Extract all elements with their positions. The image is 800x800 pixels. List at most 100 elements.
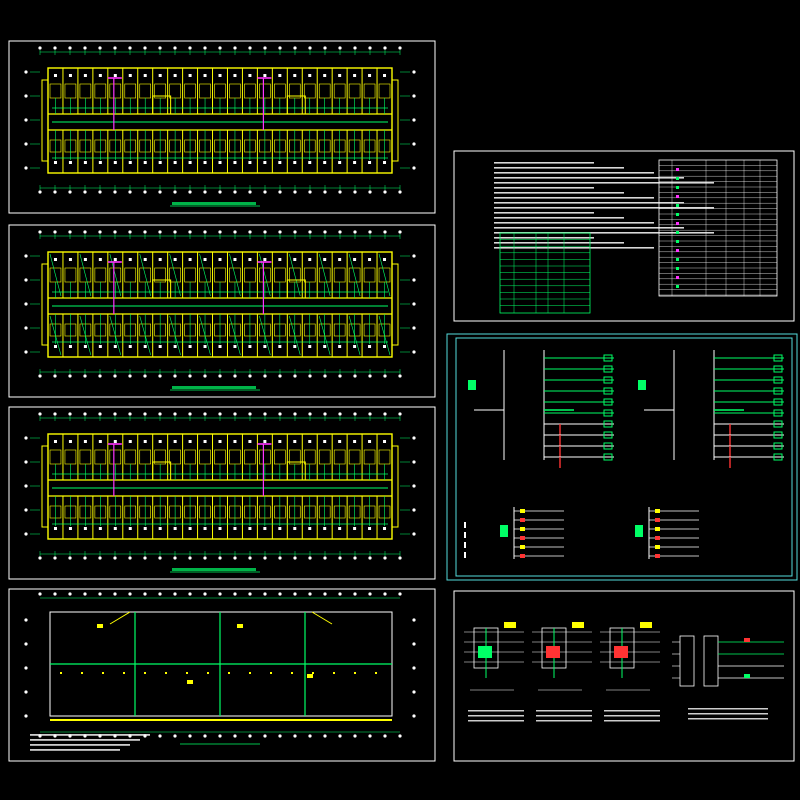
symbol-glyph xyxy=(676,195,679,198)
bathroom-cubicle xyxy=(318,83,331,99)
axis-bubble xyxy=(383,556,387,560)
bathroom-cubicle xyxy=(199,449,211,465)
axis-bubble xyxy=(143,592,147,596)
panel-symbol xyxy=(500,525,508,537)
room-label xyxy=(188,345,192,348)
stairwell xyxy=(152,461,172,481)
symbol-glyph xyxy=(676,177,679,180)
breaker-symbol xyxy=(520,509,525,513)
support-point xyxy=(165,672,167,674)
device-symbol xyxy=(478,646,492,658)
note-line xyxy=(604,720,660,722)
axis-bubble xyxy=(293,412,297,416)
room-label xyxy=(83,161,87,164)
bathroom-cubicle xyxy=(79,449,92,465)
axis-bubble xyxy=(128,412,132,416)
axis-bubble xyxy=(308,190,312,194)
axis-bubble xyxy=(323,46,327,50)
bathroom-cubicle xyxy=(139,83,151,99)
axis-bubble xyxy=(173,734,177,738)
axis-bubble xyxy=(143,412,147,416)
axis-bubble xyxy=(278,46,282,50)
symbol-glyph xyxy=(676,267,679,270)
breaker-box xyxy=(603,387,613,395)
stair-block xyxy=(41,79,49,162)
axis-bubble xyxy=(158,556,162,560)
bathroom-cubicle xyxy=(94,267,107,283)
equipment-schedule xyxy=(658,159,778,297)
bathroom-cubicle xyxy=(94,83,107,99)
note-line xyxy=(604,710,660,712)
room-label xyxy=(353,527,357,530)
axis-bubble xyxy=(113,190,117,194)
axis-bubble xyxy=(218,46,222,50)
design-notes-sheet xyxy=(453,150,795,322)
axis-bubble xyxy=(24,484,28,488)
breaker-box xyxy=(773,376,783,384)
symbol-glyph xyxy=(676,168,679,171)
room-label xyxy=(143,258,147,261)
axis-bubble xyxy=(24,70,28,74)
axis-bubble xyxy=(38,412,42,416)
axis-bubble xyxy=(38,46,42,50)
axis-bubble xyxy=(173,230,177,234)
room-label xyxy=(113,440,117,443)
room-label xyxy=(353,258,357,261)
breaker-symbol xyxy=(655,518,660,522)
bathroom-cubicle xyxy=(184,449,196,465)
bathroom-cubicle xyxy=(363,449,376,465)
room-label xyxy=(53,345,57,348)
room-label xyxy=(173,527,177,530)
axis-bubble xyxy=(248,374,252,378)
room-label xyxy=(323,258,327,261)
room-label xyxy=(248,345,252,348)
room-label xyxy=(113,345,117,348)
axis-bubble xyxy=(218,374,222,378)
room-label xyxy=(263,345,267,348)
axis-bubble xyxy=(383,230,387,234)
room-label xyxy=(68,161,72,164)
axis-bubble xyxy=(263,556,267,560)
system-diagrams-sheet xyxy=(446,333,798,581)
axis-bubble xyxy=(323,592,327,596)
axis-bubble xyxy=(128,230,132,234)
room-label xyxy=(203,258,207,261)
room-label xyxy=(203,345,207,348)
axis-bubble xyxy=(368,190,372,194)
axis-bubble xyxy=(24,118,28,122)
bathroom-cubicle xyxy=(79,83,92,99)
room-label xyxy=(383,258,387,261)
room-label xyxy=(233,345,237,348)
room-label xyxy=(98,161,102,164)
room-label xyxy=(83,440,87,443)
room-label xyxy=(248,74,252,77)
room-label xyxy=(233,440,237,443)
support-point xyxy=(270,672,272,674)
room-label xyxy=(293,345,297,348)
room-label xyxy=(188,527,192,530)
note-line xyxy=(688,718,768,720)
room-label xyxy=(113,161,117,164)
breaker-box xyxy=(603,398,613,406)
axis-bubble xyxy=(113,412,117,416)
axis-bubble xyxy=(158,190,162,194)
title-label xyxy=(172,386,256,389)
breaker-box xyxy=(773,398,783,406)
axis-bubble xyxy=(83,592,87,596)
axis-bubble xyxy=(173,374,177,378)
breaker-box xyxy=(603,431,613,439)
diagonal-wiring xyxy=(259,253,271,297)
label-block xyxy=(572,622,584,628)
axis-bubble xyxy=(233,46,237,50)
support-point xyxy=(354,672,356,674)
breaker-symbol xyxy=(520,527,525,531)
axis-bubble xyxy=(203,374,207,378)
bathroom-cubicle xyxy=(109,83,122,99)
axis-bubble xyxy=(278,412,282,416)
stairwell xyxy=(152,279,172,299)
axis-bubble xyxy=(83,46,87,50)
axis-bubble xyxy=(278,190,282,194)
breaker-box xyxy=(773,365,783,373)
axis-bubble xyxy=(353,734,357,738)
axis-bubble xyxy=(248,230,252,234)
